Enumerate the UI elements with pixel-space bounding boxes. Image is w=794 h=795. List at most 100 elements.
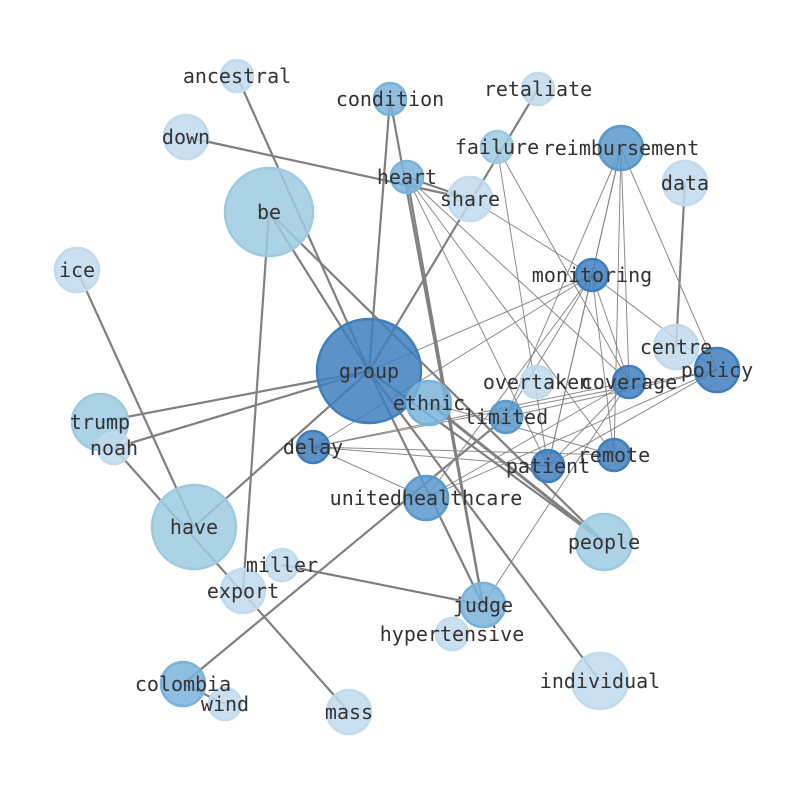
edge-heart-remote: [406, 176, 615, 456]
node-unitedhealthcare: [402, 474, 450, 522]
node-label-wind: wind: [201, 692, 249, 716]
node-judge: [459, 581, 507, 629]
node-group: [315, 317, 423, 425]
node-policy: [693, 346, 741, 394]
node-wind: [207, 686, 243, 722]
node-label-trump: trump: [70, 410, 130, 434]
edge-policy-limited: [505, 369, 718, 418]
edge-data-centre: [674, 182, 687, 348]
node-be: [223, 166, 315, 258]
edge-down-share: [185, 135, 471, 201]
node-label-data: data: [661, 171, 709, 195]
edge-ethnic-remote: [428, 402, 615, 456]
node-colombia: [159, 660, 207, 708]
node-label-be: be: [257, 200, 281, 224]
edge-coverage-patient: [547, 381, 630, 467]
edge-delay-remote: [312, 446, 615, 456]
node-ancestral: [219, 58, 255, 94]
edge-be-people: [268, 211, 605, 543]
node-label-noah: noah: [90, 436, 138, 460]
edge-group-individual: [368, 370, 601, 682]
node-label-reimbursement: reimbursement: [543, 136, 700, 160]
edge-coverage-unitedhealthcare: [425, 381, 630, 499]
node-noah: [96, 430, 132, 466]
node-label-overtaken: overtaken: [483, 370, 591, 394]
node-label-judge: judge: [453, 593, 513, 617]
node-label-hypertensive: hypertensive: [380, 622, 525, 646]
node-failure: [479, 129, 515, 165]
node-individual: [570, 651, 630, 711]
edge-reimbursement-remote: [613, 147, 622, 456]
node-label-patient: patient: [506, 454, 590, 478]
node-label-people: people: [568, 530, 640, 554]
node-label-monitoring: monitoring: [532, 263, 652, 287]
node-ice: [53, 246, 101, 294]
node-ethnic: [405, 379, 453, 427]
edge-judge-coverage: [482, 381, 630, 606]
edge-monitoring-patient: [547, 274, 593, 467]
edge-monitoring-coverage: [591, 274, 630, 383]
node-share: [446, 175, 494, 223]
edge-heart-patient: [406, 176, 549, 467]
node-label-individual: individual: [540, 669, 660, 693]
node-label-retaliate: retaliate: [484, 77, 592, 101]
edge-reimbursement-coverage: [620, 147, 630, 383]
node-label-colombia: colombia: [135, 672, 231, 696]
node-heart: [389, 159, 425, 195]
node-label-heart: heart: [377, 165, 437, 189]
edge-failure-patient: [496, 146, 549, 467]
node-reimbursement: [597, 124, 645, 172]
node-label-coverage: coverage: [581, 370, 677, 394]
node-label-failure: failure: [455, 135, 539, 159]
node-hypertensive: [434, 616, 470, 652]
node-label-remote: remote: [578, 443, 650, 467]
node-mass: [325, 688, 373, 736]
edge-reimbursement-policy: [620, 147, 718, 371]
edge-monitoring-remote: [591, 274, 615, 456]
node-label-mass: mass: [325, 700, 373, 724]
node-overtaken: [519, 364, 555, 400]
node-label-ice: ice: [59, 258, 95, 282]
edge-miller-judge: [281, 563, 484, 607]
edge-delay-patient: [312, 446, 549, 467]
node-monitoring: [574, 257, 610, 293]
node-label-ethnic: ethnic: [393, 391, 465, 415]
node-down: [162, 113, 210, 161]
edge-share-monitoring: [469, 198, 593, 276]
node-delay: [295, 429, 331, 465]
edge-policy-unitedhealthcare: [425, 369, 718, 499]
node-people: [574, 512, 634, 572]
node-condition: [372, 81, 408, 117]
node-label-delay: delay: [283, 435, 343, 459]
node-data: [661, 159, 709, 207]
node-label-share: share: [440, 187, 500, 211]
node-label-ancestral: ancestral: [183, 64, 291, 88]
edge-colombia-limited: [182, 416, 507, 685]
nodes-layer: [53, 58, 741, 736]
node-label-condition: condition: [336, 87, 444, 111]
node-limited: [488, 399, 524, 435]
node-label-export: export: [207, 579, 279, 603]
node-label-policy: policy: [681, 358, 753, 382]
edge-policy-patient: [547, 369, 718, 467]
node-miller: [264, 547, 300, 583]
edge-failure-coverage: [496, 146, 630, 383]
node-label-limited: limited: [464, 405, 548, 429]
node-remote: [596, 437, 632, 473]
node-label-miller: miller: [246, 553, 318, 577]
edge-ice-have: [75, 269, 196, 528]
edge-be-export: [241, 211, 271, 592]
node-coverage: [611, 364, 647, 400]
node-have: [150, 483, 238, 571]
node-patient: [530, 448, 566, 484]
node-label-down: down: [162, 125, 210, 149]
edge-ethnic-people: [428, 401, 605, 544]
node-export: [219, 567, 267, 615]
node-label-unitedhealthcare: unitedhealthcare: [330, 486, 523, 510]
node-label-group: group: [339, 359, 399, 383]
node-label-centre: centre: [640, 335, 712, 359]
node-retaliate: [520, 71, 556, 107]
